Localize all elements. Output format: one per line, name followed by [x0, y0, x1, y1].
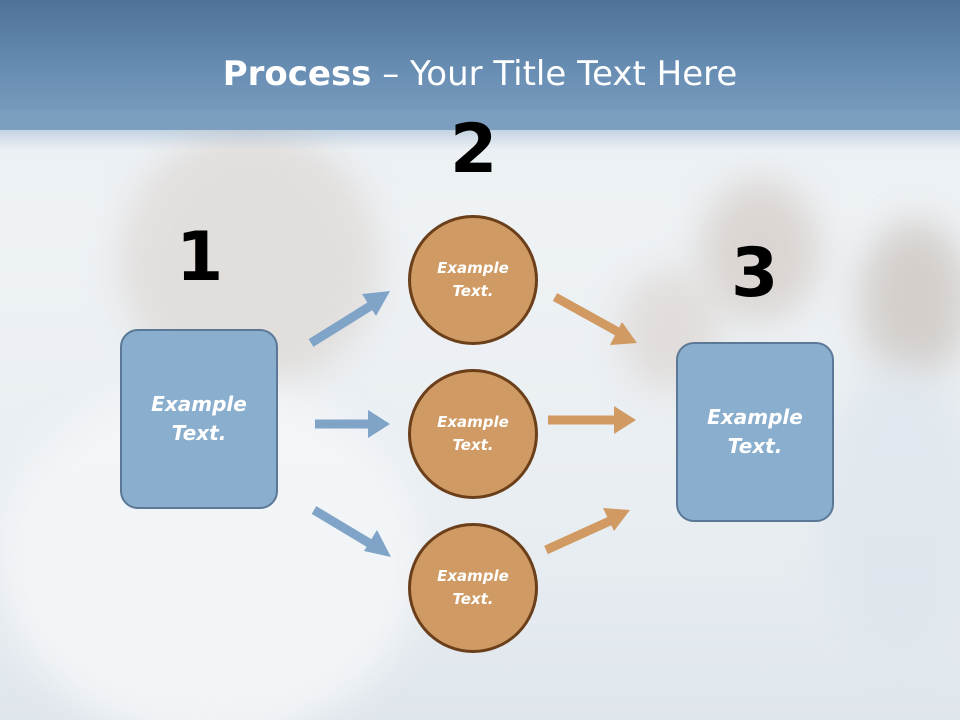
- step-3-line1: Example: [707, 405, 803, 429]
- orange-arrow-middle: [548, 406, 636, 434]
- title-bar-fade: [0, 110, 960, 150]
- step-3-line2: Text.: [727, 434, 783, 458]
- slide-title: Process – Your Title Text Here: [0, 52, 960, 96]
- step-number-1: 1: [176, 218, 224, 297]
- blue-arrow-down: [311, 506, 391, 557]
- circle-bottom-line2: Text.: [452, 590, 494, 608]
- title-bar: [0, 0, 960, 130]
- step-1-line2: Text.: [171, 421, 227, 445]
- step-3-box[interactable]: Example Text.: [676, 342, 834, 522]
- circle-middle-line2: Text.: [452, 436, 494, 454]
- circle-top-line2: Text.: [452, 282, 494, 300]
- title-rest: – Your Title Text Here: [371, 54, 738, 94]
- step-number-3: 3: [731, 234, 779, 313]
- blue-arrow-middle: [315, 410, 390, 438]
- circle-middle-line1: Example: [437, 413, 509, 431]
- title-bold: Process: [222, 54, 372, 94]
- step-1-box[interactable]: Example Text.: [120, 329, 278, 509]
- circle-top-line1: Example: [437, 259, 509, 277]
- circle-bottom-line1: Example: [437, 567, 509, 585]
- step-1-line1: Example: [151, 392, 247, 416]
- step-2-circle-middle[interactable]: Example Text.: [408, 369, 538, 499]
- step-2-circle-bottom[interactable]: Example Text.: [408, 523, 538, 653]
- orange-arrow-up: [544, 508, 630, 555]
- blue-arrow-up: [308, 291, 390, 347]
- step-2-circle-top[interactable]: Example Text.: [408, 215, 538, 345]
- step-number-2: 2: [450, 110, 498, 189]
- orange-arrow-down: [552, 293, 637, 345]
